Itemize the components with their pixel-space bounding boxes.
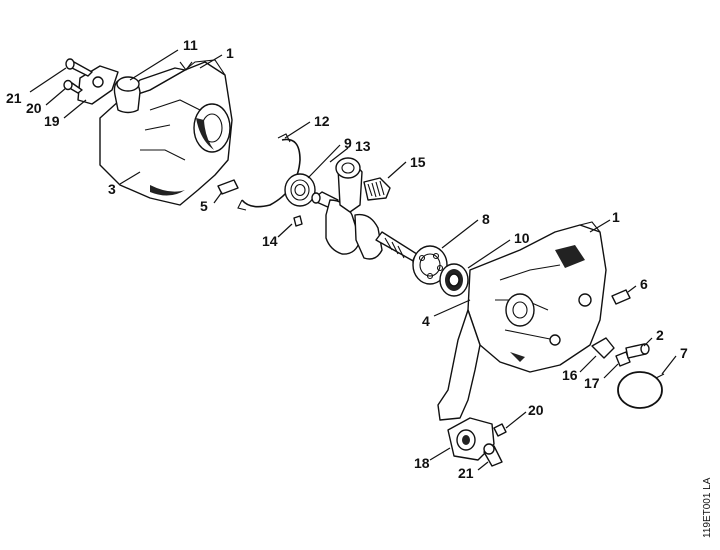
- callout-5: 5: [200, 198, 208, 214]
- crankshaft: [311, 191, 422, 269]
- callout-15: 15: [410, 154, 426, 170]
- callout-1-lower: 1: [612, 209, 620, 225]
- callout-1-upper: 1: [226, 45, 234, 61]
- callout-11-upper: 11: [183, 37, 198, 53]
- spring-ring: [617, 371, 665, 409]
- screw-long-right: [625, 343, 650, 359]
- callout-20-upper: 20: [26, 100, 42, 116]
- screw-upper-short: [63, 79, 83, 94]
- connecting-rod: [335, 157, 363, 213]
- screw-lower-long: [483, 443, 503, 467]
- callout-21-upper: 21: [6, 90, 22, 106]
- callout-16: 16: [562, 367, 578, 383]
- dowel-pin-upper: [217, 179, 239, 195]
- drawing-code: 119ET001 LA: [702, 477, 713, 538]
- ball-bearing-lower: [412, 245, 448, 285]
- callout-21-lower: 21: [458, 465, 474, 481]
- screw-short-right: [615, 351, 631, 367]
- screw-upper-long: [65, 58, 93, 77]
- small-plate: [591, 337, 615, 359]
- woodruff-key: [293, 215, 303, 227]
- dowel-pin-lower: [611, 289, 631, 305]
- callout-4: 4: [422, 313, 430, 329]
- callout-13: 13: [355, 138, 371, 154]
- callout-8: 8: [482, 211, 490, 227]
- needle-cage: [363, 177, 391, 201]
- leader-lines: [29, 49, 677, 471]
- callout-3: 3: [108, 181, 116, 197]
- callout-20-lower: 20: [528, 402, 544, 418]
- callout-9: 9: [344, 135, 352, 151]
- callout-17: 17: [584, 375, 600, 391]
- callout-19: 19: [44, 113, 60, 129]
- callout-18: 18: [414, 455, 430, 471]
- ball-bearing-upper: [284, 173, 316, 207]
- screw-lower-short: [493, 423, 507, 437]
- callout-2: 2: [656, 327, 664, 343]
- callout-12: 12: [314, 113, 330, 129]
- callout-14: 14: [262, 233, 278, 249]
- bracket-plate-lower: [447, 417, 495, 461]
- callout-7: 7: [680, 345, 688, 361]
- callout-10: 10: [514, 230, 530, 246]
- oil-seal: [439, 263, 469, 297]
- crankcase-right-half: [437, 221, 607, 421]
- crankcase-left-half: [99, 59, 233, 206]
- callout-6: 6: [640, 276, 648, 292]
- callout-labels: 11 1 21 20 19 12 9 13 15 3 5 8 1 10 14 6…: [6, 37, 688, 481]
